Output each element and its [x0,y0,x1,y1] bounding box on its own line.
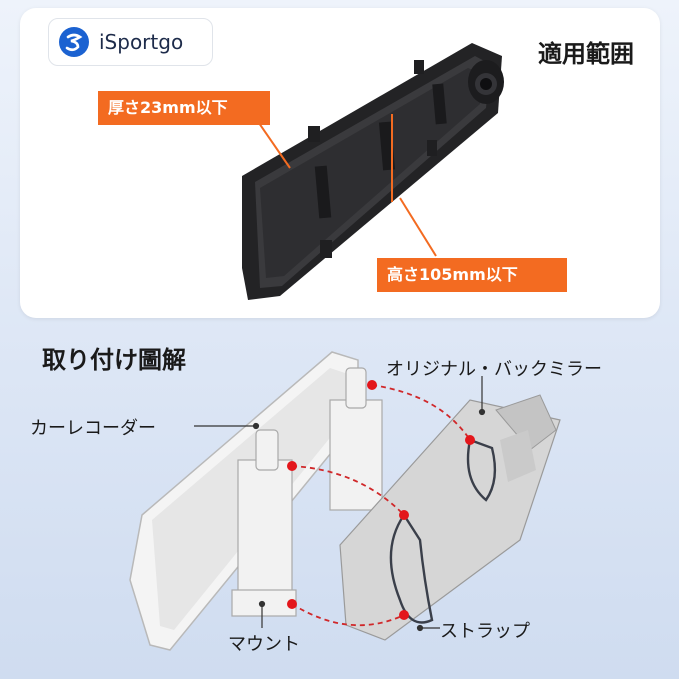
dash-cam-mirror-illustration [242,43,504,300]
brand-name: iSportgo [99,30,184,54]
connection-dots [287,380,475,620]
applicable-range-title: 適用範囲 [538,40,634,68]
dash-cam-label: カーレコーダー [30,418,156,439]
height-callout: 高さ105mm以下 [377,258,567,292]
straps [389,438,497,624]
mount-label: マウント [228,634,300,655]
isportgo-logo-icon [59,27,89,57]
brand-logo: iSportgo [48,18,213,66]
leader-lines [194,376,486,632]
thickness-callout: 厚さ23mm以下 [98,91,270,125]
product-size-panel: iSportgo 適用範囲 厚さ23mm以下 高さ105mm以下 [20,8,660,318]
original-mirror-label: オリジナル・バックミラー [386,359,602,380]
mount-brackets [231,367,383,617]
connection-lines [291,384,471,627]
strap-label: ストラップ [440,621,530,642]
installation-title: 取り付け圖解 [42,346,186,374]
